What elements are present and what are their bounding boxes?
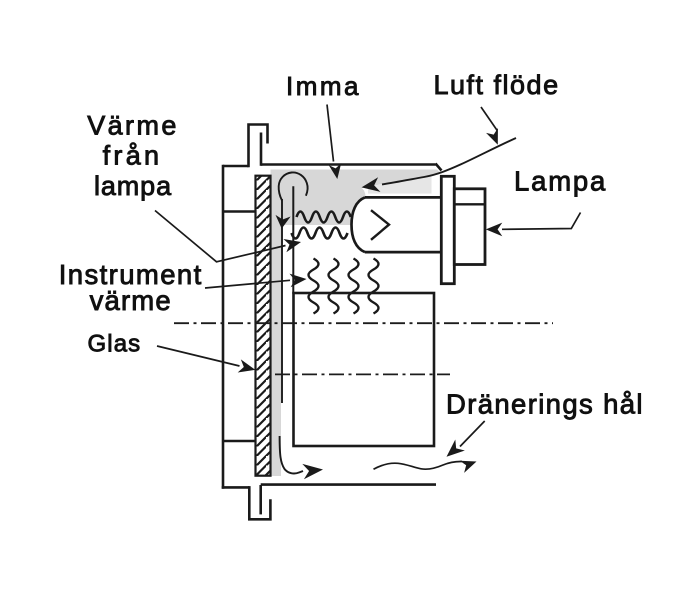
svg-text:Imma: Imma (286, 71, 361, 101)
svg-text:Värme: Värme (87, 110, 179, 140)
svg-text:från: från (103, 141, 163, 171)
svg-text:Glas: Glas (88, 331, 142, 358)
svg-text:Luft flöde: Luft flöde (434, 70, 560, 100)
svg-text:Instrument: Instrument (59, 259, 203, 290)
svg-text:Lampa: Lampa (514, 165, 607, 196)
svg-text:Dränerings hål: Dränerings hål (446, 389, 644, 420)
svg-text:lampa: lampa (94, 171, 172, 201)
svg-text:värme: värme (90, 285, 172, 316)
